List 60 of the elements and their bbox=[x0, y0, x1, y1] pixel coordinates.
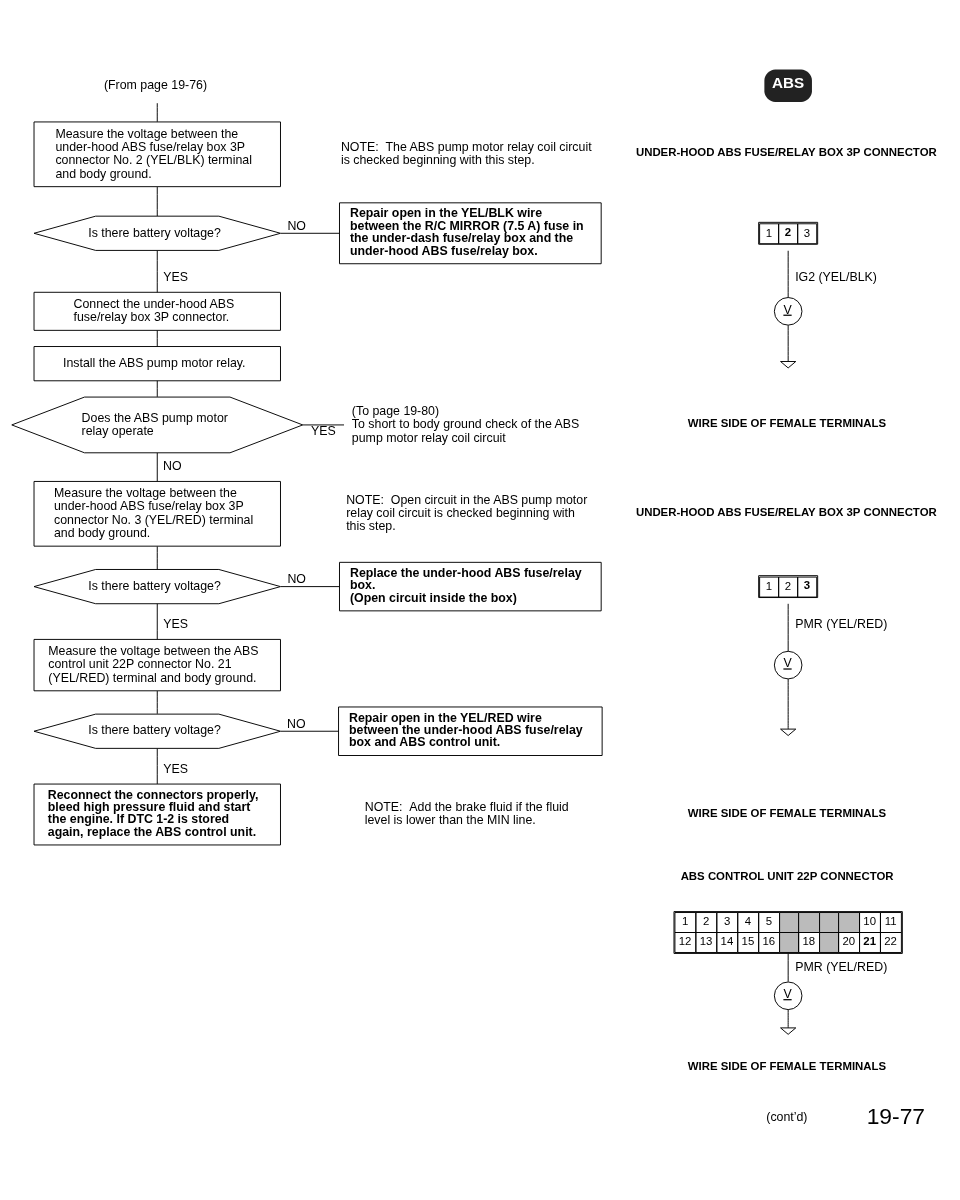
node-ground bbox=[780, 728, 797, 736]
node-text: (To page 19-80) To short to body ground check of the ABS pump motor relay coil circuit bbox=[351, 403, 580, 444]
connector bbox=[302, 423, 345, 425]
connector bbox=[156, 186, 158, 216]
node-box: Install the ABS pump motor relay. bbox=[33, 345, 281, 381]
connector bbox=[156, 102, 158, 122]
node-box: Measure the voltage between the under-hood ABS fuse/relay box 3P connector No. 2 (YEL/BLK) terminal and body ground. bbox=[33, 120, 281, 187]
label: NOTE: Open circuit in the ABS pump motor relay coil circuit is checked beginning with this step. bbox=[346, 492, 588, 533]
node-box: Replace the under-hood ABS fuse/relay box. (Open circuit inside the box) bbox=[339, 561, 602, 611]
connector bbox=[280, 585, 340, 587]
node-box: Repair open in the YEL/RED wire between the under-hood ABS fuse/relay box and ABS control unit. bbox=[338, 706, 603, 756]
node-box: Measure the voltage between the under-hood ABS fuse/relay box 3P connector No. 3 (YEL/RED) terminal and body ground. bbox=[33, 480, 281, 547]
label: 19-77 bbox=[866, 1102, 926, 1129]
connector bbox=[787, 678, 789, 729]
node-box: Measure the voltage between the ABS control unit 22P connector No. 21 (YEL/RED) terminal and body ground. bbox=[33, 638, 281, 691]
label: UNDER-HOOD ABS FUSE/RELAY BOX 3P CONNECTOR bbox=[635, 505, 937, 518]
connector bbox=[156, 545, 158, 570]
edge-label: NO bbox=[287, 218, 306, 233]
connector bbox=[156, 249, 158, 293]
connector bbox=[787, 602, 789, 652]
edge-label: NO bbox=[163, 458, 182, 473]
node-circle: V bbox=[773, 296, 803, 326]
connector bbox=[787, 249, 789, 298]
connector bbox=[156, 379, 158, 397]
edge-label: YES bbox=[163, 269, 188, 284]
node-box: Repair open in the YEL/BLK wire between the R/C MIRROR (7.5 A) fuse in the under-dash fuse/relay box and the under-hood ABS fuse/relay box. bbox=[339, 201, 602, 264]
edge-label: PMR (YEL/RED) bbox=[795, 959, 888, 974]
connector bbox=[787, 324, 789, 362]
node-box: Connect the under-hood ABS fuse/relay box 3P connector. bbox=[33, 291, 281, 331]
connector bbox=[280, 232, 340, 234]
edge-label: YES bbox=[311, 423, 336, 438]
label: NOTE: The ABS pump motor relay coil circuit is checked beginning with this step. bbox=[340, 139, 592, 167]
label: NOTE: Add the brake fluid if the fluid level is lower than the MIN line. bbox=[364, 799, 569, 827]
node-circle: V bbox=[773, 650, 803, 679]
edge-label: NO bbox=[287, 571, 306, 586]
edge-label: YES bbox=[163, 761, 188, 776]
connector bbox=[156, 690, 158, 714]
connector bbox=[280, 730, 339, 732]
connector bbox=[156, 747, 158, 784]
label: (cont’d) bbox=[766, 1109, 808, 1124]
node-ground bbox=[780, 1026, 797, 1035]
connector bbox=[156, 602, 158, 640]
connector bbox=[156, 329, 158, 347]
label: ABS CONTROL UNIT 22P CONNECTOR bbox=[680, 869, 894, 882]
label: WIRE SIDE OF FEMALE TERMINALS bbox=[687, 416, 887, 429]
label: ABS bbox=[771, 73, 805, 91]
node-circle: V bbox=[773, 981, 803, 1010]
label: WIRE SIDE OF FEMALE TERMINALS bbox=[687, 806, 887, 819]
connector bbox=[787, 952, 789, 982]
node-ground bbox=[780, 360, 797, 368]
node-box: Reconnect the connectors properly, bleed high pressure fluid and start the engine. If DTC 1-2 is stored again, replace the ABS control unit. bbox=[33, 783, 281, 845]
label: UNDER-HOOD ABS FUSE/RELAY BOX 3P CONNECTOR bbox=[635, 145, 937, 158]
connector bbox=[156, 451, 158, 482]
label: WIRE SIDE OF FEMALE TERMINALS bbox=[687, 1059, 887, 1072]
edge-label: IG2 (YEL/BLK) bbox=[795, 269, 877, 284]
edge-label: PMR (YEL/RED) bbox=[795, 616, 888, 631]
edge-label: YES bbox=[163, 616, 188, 631]
edge-label: NO bbox=[287, 716, 306, 731]
connector bbox=[787, 1008, 789, 1028]
node-text: (From page 19-76) bbox=[103, 77, 208, 92]
